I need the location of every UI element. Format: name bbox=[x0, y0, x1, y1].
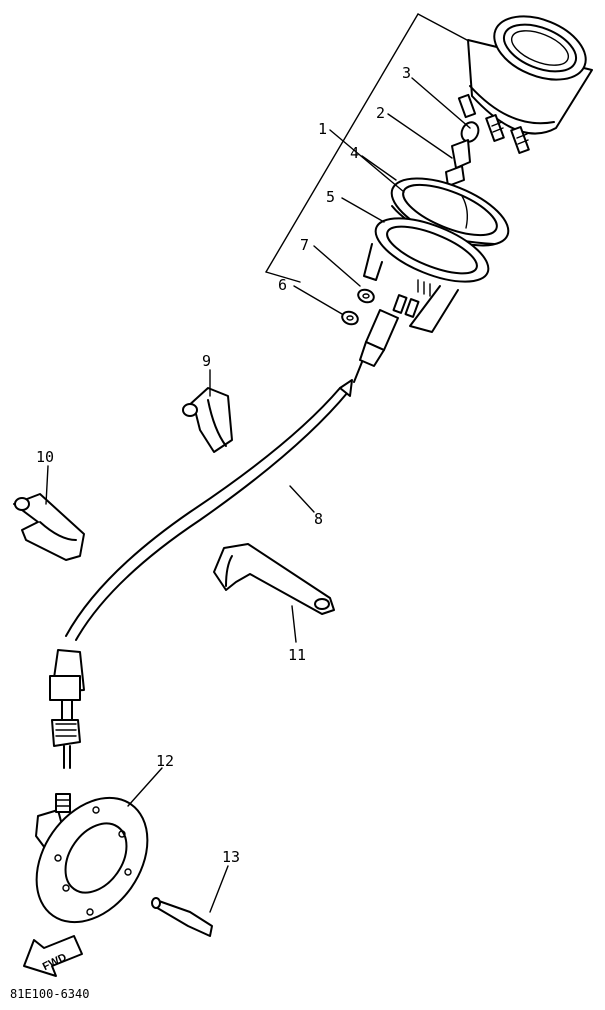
callout-4: 4 bbox=[350, 144, 359, 162]
cable-clamp-9 bbox=[182, 387, 233, 453]
cable-guide-11 bbox=[213, 543, 335, 615]
callout-2: 2 bbox=[376, 104, 385, 122]
speedometer-cable bbox=[49, 379, 353, 769]
drive-pin-13 bbox=[151, 897, 213, 937]
callout-10: 10 bbox=[36, 448, 54, 466]
bulb-and-socket bbox=[445, 121, 480, 187]
callout-9: 9 bbox=[202, 352, 211, 370]
callout-1: 1 bbox=[318, 120, 327, 138]
callout-5: 5 bbox=[326, 188, 335, 206]
washer-item-7 bbox=[357, 288, 375, 304]
cable-upper-connector bbox=[353, 294, 420, 383]
speedometer-meter bbox=[457, 15, 593, 154]
drawing-code: 81E100-6340 bbox=[10, 987, 89, 1001]
forward-direction-arrow: FWD bbox=[23, 935, 83, 977]
callout-3: 3 bbox=[402, 64, 411, 82]
callout-13: 13 bbox=[222, 848, 240, 866]
leader-lines bbox=[45, 77, 471, 913]
callout-7: 7 bbox=[300, 236, 309, 254]
nut-item-6 bbox=[341, 310, 359, 326]
callout-8: 8 bbox=[314, 510, 323, 528]
meter-damper-bracket bbox=[363, 217, 490, 333]
cable-clamp-10 bbox=[13, 493, 85, 561]
callout-6: 6 bbox=[278, 276, 287, 294]
callout-12: 12 bbox=[156, 752, 174, 770]
speedometer-gear-unit bbox=[35, 793, 149, 924]
callout-11: 11 bbox=[288, 646, 306, 664]
